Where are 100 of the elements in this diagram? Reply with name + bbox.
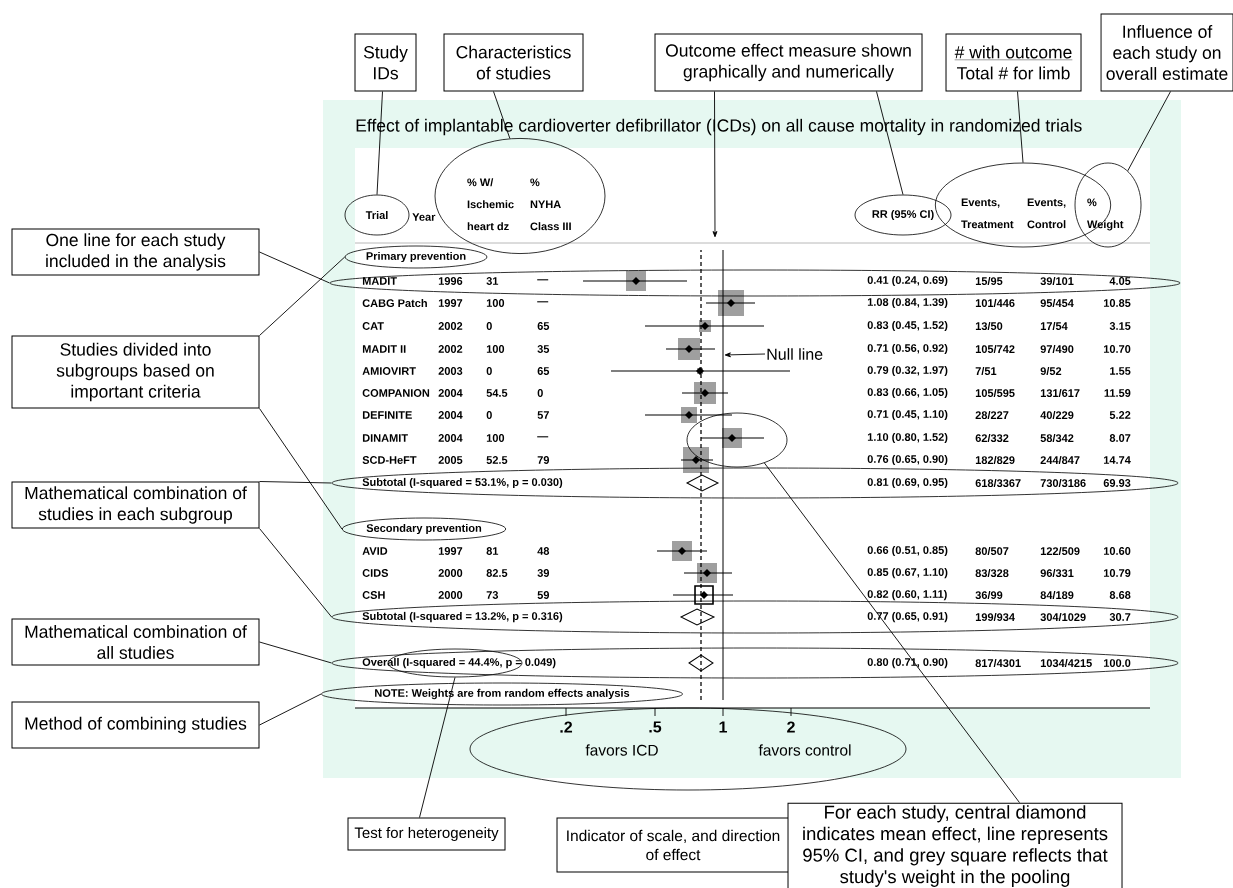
- arrow: [712, 91, 718, 238]
- table-cell: 39/101: [1040, 276, 1074, 286]
- table-cell: 199/934: [975, 612, 1015, 622]
- table-cell: —: [537, 279, 549, 281]
- table-cell: 10.60: [1104, 547, 1131, 555]
- annotation-box: Characteristics of studies: [443, 33, 584, 92]
- tick-label: .2: [560, 721, 573, 733]
- annotation-box: Study IDs: [354, 33, 417, 92]
- table-cell: 82.5: [486, 569, 508, 577]
- table-cell: 2004: [438, 411, 463, 419]
- leader-line: [259, 256, 346, 336]
- table-cell: 0.71 (0.45, 1.10): [867, 409, 948, 421]
- table-cell: 0: [486, 411, 492, 419]
- table-cell: 83/328: [975, 568, 1009, 578]
- axis-label: favors ICD: [585, 744, 658, 756]
- table-cell: 0: [486, 322, 492, 330]
- vertical-line: [700, 249, 702, 701]
- table-cell: 7/51: [975, 366, 997, 376]
- table-cell: CABG Patch: [362, 298, 427, 308]
- table-cell: 1.55: [1110, 367, 1131, 375]
- circled-text: Secondary prevention: [341, 517, 507, 541]
- table-cell: 62/332: [975, 433, 1009, 443]
- table-cell: 31: [486, 277, 499, 285]
- annotation-box: Mathematical combination of studies in each subgroup: [11, 481, 260, 529]
- table-cell: 0.66 (0.51, 0.85): [867, 545, 948, 557]
- table-cell: Subtotal (I-squared = 53.1%, p = 0.030): [362, 477, 563, 489]
- table-cell: 100: [486, 345, 505, 353]
- table-cell: 122/509: [1040, 546, 1080, 556]
- axis-label: favors control: [758, 744, 851, 756]
- table-cell: Overall (I-squared = 44.4%, p = 0.049): [362, 657, 556, 669]
- circled-text: NOTE: Weights are from random effects analysis: [321, 682, 683, 706]
- table-cell: 65: [537, 322, 550, 330]
- table-cell: 10.70: [1104, 345, 1131, 353]
- table-cell: AMIOVIRT: [362, 367, 416, 375]
- table-cell: 40/229: [1040, 410, 1074, 420]
- table-cell: 5.22: [1109, 411, 1131, 419]
- table-cell: 10.79: [1104, 569, 1131, 577]
- table-cell: —: [537, 436, 549, 438]
- annotation-box: Test for heterogeneity: [347, 817, 506, 851]
- table-cell: 30.7: [1109, 613, 1131, 621]
- table-cell: 0.83 (0.45, 1.52): [867, 320, 948, 332]
- leader-line: [419, 676, 456, 818]
- table-cell: 57: [537, 411, 549, 419]
- table-cell: 0.82 (0.60, 1.11): [867, 589, 947, 601]
- leader-line: [259, 641, 333, 664]
- leader-line: [259, 481, 333, 484]
- table-cell: 0.81 (0.69, 0.95): [867, 477, 948, 489]
- leader-line: [259, 528, 333, 618]
- annotation-box: One line for each study included in the analysis: [11, 228, 260, 276]
- table-cell: 0.77 (0.65, 0.91): [867, 611, 948, 623]
- arrow: [724, 352, 766, 358]
- table-cell: 2004: [438, 389, 463, 397]
- highlight-ellipse: [331, 467, 1179, 499]
- table-cell: 54.5: [486, 389, 508, 397]
- table-cell: 8.07: [1109, 434, 1131, 442]
- table-cell: 0.71 (0.56, 0.92): [867, 343, 948, 355]
- highlight-ellipse: [331, 647, 1179, 679]
- annotation-box: Outcome effect measure shown graphically and numerically: [654, 33, 923, 92]
- table-cell: 65: [537, 367, 550, 375]
- table-cell: COMPANION: [362, 389, 430, 397]
- table-cell: MADIT II: [362, 345, 406, 353]
- annotation-box: Method of combining studies: [11, 701, 260, 749]
- table-cell: 48: [537, 547, 550, 555]
- table-cell: 96/331: [1040, 568, 1074, 578]
- annotation-box: Influence of each study on overall estimate: [1100, 13, 1233, 92]
- table-cell: 0.41 (0.24, 0.69): [867, 275, 948, 287]
- table-cell: MADIT: [362, 277, 397, 285]
- table-cell: 0.85 (0.67, 1.10): [867, 567, 948, 579]
- table-cell: 105/742: [975, 344, 1015, 354]
- tick-label: 1: [719, 721, 727, 733]
- table-cell: 97/490: [1040, 344, 1074, 354]
- table-cell: DINAMIT: [362, 434, 408, 442]
- tick-label: .5: [649, 721, 662, 733]
- leader-line: [1127, 91, 1171, 172]
- table-cell: 39: [537, 569, 550, 577]
- circled-text: Trial: [344, 194, 410, 236]
- table-cell: 2002: [438, 322, 463, 330]
- table-cell: 9/52: [1040, 366, 1062, 376]
- annotation-box: Studies divided into subgroups based on important criteria: [11, 335, 260, 409]
- table-cell: 817/4301: [975, 658, 1021, 668]
- table-cell: 131/617: [1040, 388, 1080, 398]
- table-cell: DEFINITE: [362, 411, 412, 419]
- circled-text: Primary prevention: [344, 245, 488, 269]
- table-cell: 100: [486, 299, 505, 307]
- circled-text: % Weight: [1074, 162, 1142, 248]
- annotation-box: Mathematical combination of all studies: [11, 618, 260, 666]
- table-cell: 2003: [438, 367, 463, 375]
- table-cell: 80/507: [975, 546, 1009, 556]
- table-cell: 730/3186: [1040, 478, 1086, 488]
- table-cell: 304/1029: [1040, 612, 1086, 622]
- annotation-box: Indicator of scale, and direction of effect: [556, 817, 790, 873]
- table-cell: 2004: [438, 434, 463, 442]
- table-cell: 15/95: [975, 276, 1003, 286]
- table-cell: 0.80 (0.71, 0.90): [867, 657, 948, 669]
- table-cell: 69.93: [1103, 479, 1131, 487]
- annotation-box: # with outcome Total # for limb: [945, 33, 1082, 92]
- leader-line: [259, 251, 331, 284]
- table-cell: CAT: [362, 322, 384, 330]
- table-cell: 0: [537, 389, 543, 397]
- table-cell: 0.83 (0.66, 1.05): [867, 387, 948, 399]
